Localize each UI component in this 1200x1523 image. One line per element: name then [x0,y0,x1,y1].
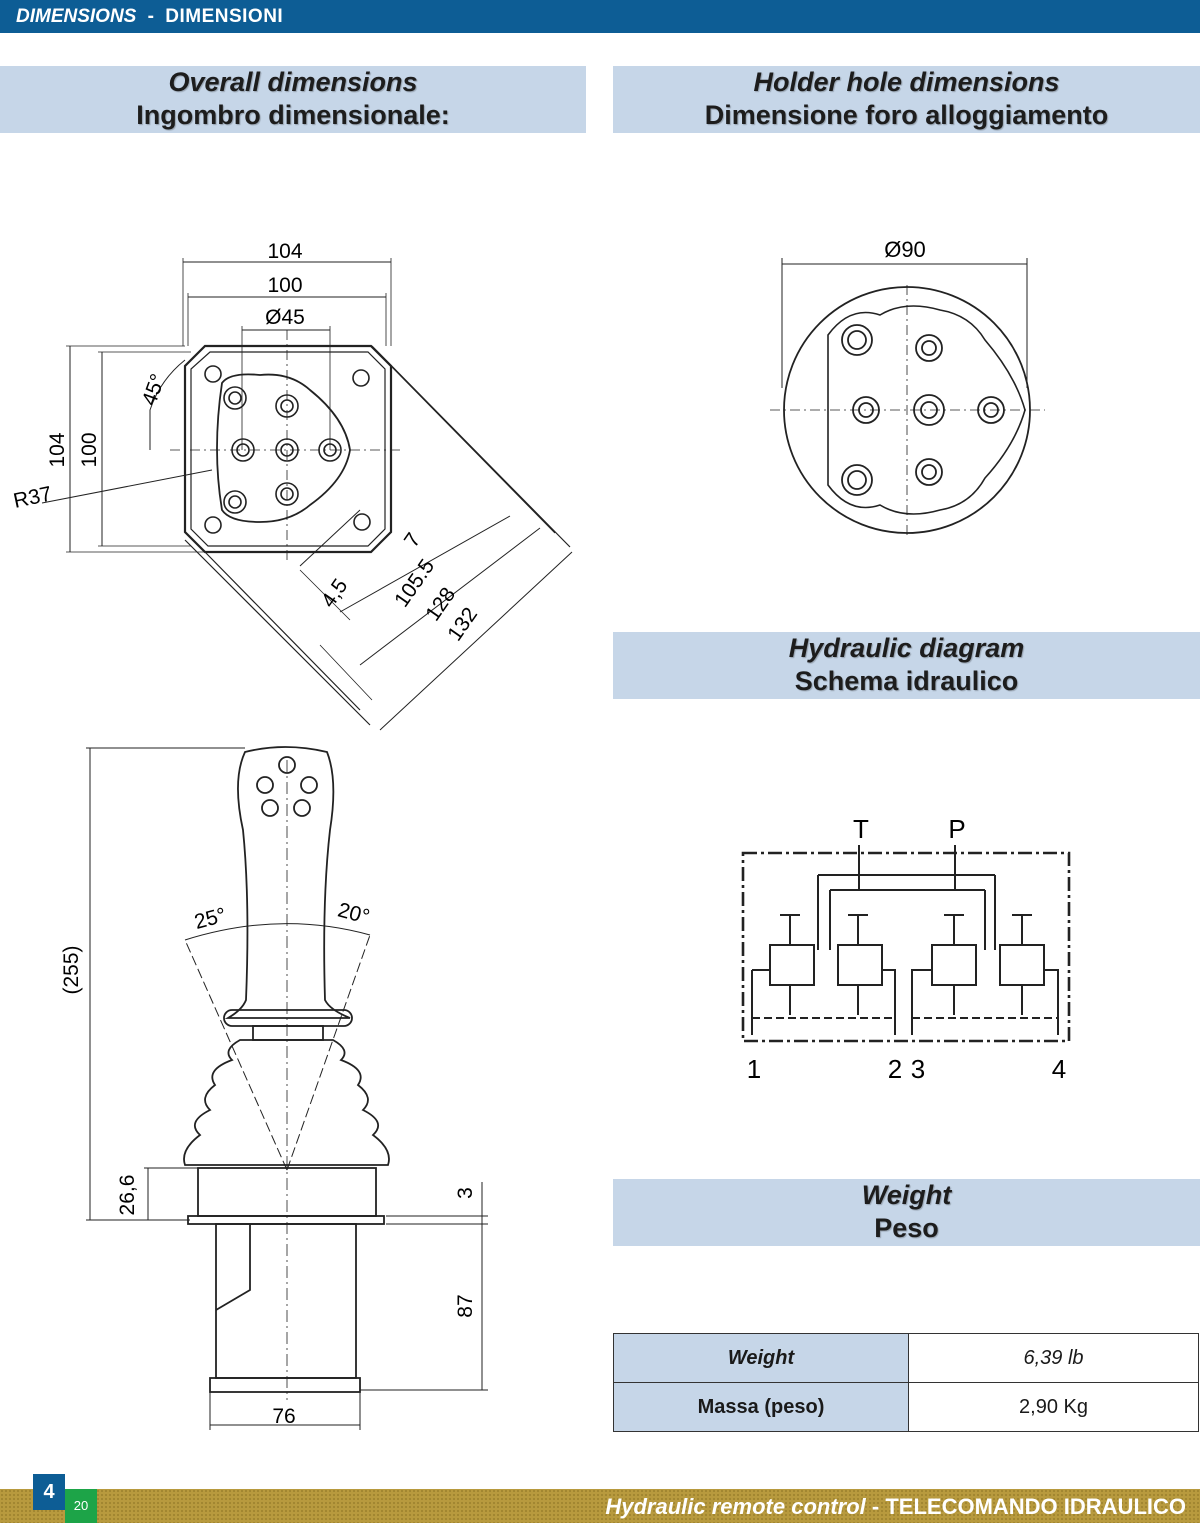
dim-100-left: 100 [78,432,101,467]
mass-label: Massa (peso) [613,1382,909,1432]
port-t: T [853,814,869,844]
section-title-en: Weight [861,1180,952,1210]
holder-hole-drawing: Ø90 [770,237,1045,535]
footer-title-en: Hydraulic remote control [605,1494,866,1519]
dim-d90: Ø90 [884,237,926,262]
footer-bar [0,1489,1200,1523]
dim-104-top: 104 [267,240,302,263]
header-bar: DIMENSIONS - DIMENSIONI [0,0,1200,33]
dim-100-top: 100 [267,274,302,297]
angle-25: 25° [192,904,229,934]
page-subnumber: 20 [65,1489,97,1523]
angle-20: 20° [335,899,372,929]
dim-45-degree: 45° [138,371,170,409]
mass-value: 2,90 Kg [908,1382,1199,1432]
header-title-it: DIMENSIONI [165,6,284,27]
section-title-en: Overall dimensions [168,67,418,97]
dim-76: 76 [272,1405,295,1428]
section-weight: Weight Peso [613,1179,1200,1246]
dim-4-5: 4,5 [317,575,353,612]
section-title-en: Holder hole dimensions [753,67,1060,97]
section-overall-dimensions: Overall dimensions Ingombro dimensionale… [0,66,586,133]
dim-26-6: 26,6 [116,1175,139,1216]
port-4: 4 [1052,1054,1066,1084]
page-number: 4 [33,1474,65,1510]
section-title-it: Ingombro dimensionale: [136,100,450,130]
section-title-it: Peso [874,1213,939,1243]
footer-title: Hydraulic remote control - TELECOMANDO I… [605,1494,1186,1520]
side-view-drawing: (255) 25° 20° 26,6 3 87 76 [60,746,488,1430]
top-view-drawing: 104 100 Ø45 104 100 R37 45° 7 4,5 105.5 … [11,240,573,731]
dim-3: 3 [454,1187,477,1199]
port-3: 3 [911,1054,925,1084]
section-holder-hole: Holder hole dimensions Dimensione foro a… [613,66,1200,133]
port-p: P [948,814,965,844]
section-title-en: Hydraulic diagram [788,633,1025,663]
dim-r37: R37 [11,482,53,513]
port-2: 2 [888,1054,902,1084]
dim-255: (255) [60,945,83,994]
header-separator: - [147,6,154,27]
footer-separator: - [871,1494,880,1519]
dim-7: 7 [400,529,426,552]
dim-d45: Ø45 [265,306,305,329]
footer-title-it: TELECOMANDO IDRAULICO [885,1494,1186,1519]
header-title-en: DIMENSIONS [16,6,137,27]
weight-value: 6,39 lb [908,1333,1199,1383]
dim-87: 87 [454,1294,477,1317]
section-title-it: Schema idraulico [794,666,1019,696]
section-hydraulic-diagram: Hydraulic diagram Schema idraulico [613,632,1200,699]
hydraulic-diagram: T P 1 2 3 4 [741,814,1071,1084]
port-1: 1 [747,1054,761,1084]
table-row: Massa (peso) 2,90 Kg [613,1382,1199,1432]
table-row: Weight 6,39 lb [613,1333,1199,1383]
weight-table: Weight 6,39 lb Massa (peso) 2,90 Kg [613,1333,1199,1432]
weight-label: Weight [613,1333,909,1383]
section-title-it: Dimensione foro alloggiamento [704,100,1109,130]
dim-104-left: 104 [46,432,69,467]
